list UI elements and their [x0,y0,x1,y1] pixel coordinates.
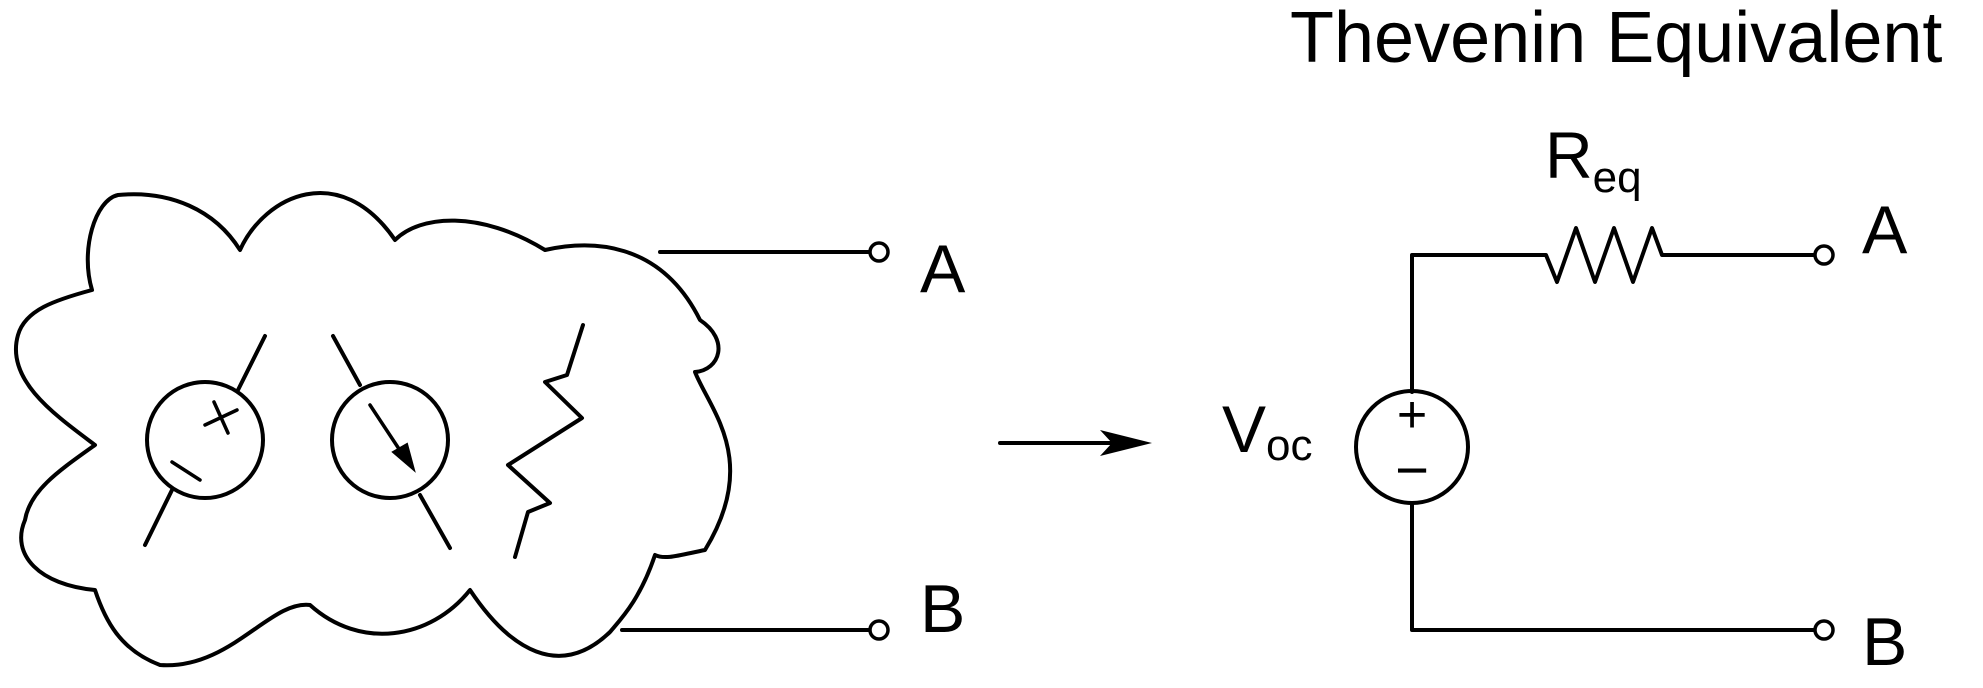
resistor-req-icon [1536,226,1674,284]
req-subscript: eq [1593,153,1642,202]
equivalent-terminal-a [1813,244,1835,266]
network-terminal-b [868,619,890,641]
network-resistor [506,323,585,559]
current-arrow-head-icon [391,442,416,473]
voc-label: Voc [1222,392,1313,470]
network-terminal-a-label: A [920,231,966,307]
voltage-source-lead-top [236,334,267,392]
minus-sign [170,460,202,482]
equivalent-terminal-b-label: B [1862,604,1907,680]
current-source-icon [330,380,450,500]
voltage-source-lead-bottom [143,488,174,547]
network-terminal-a [868,241,890,263]
network-terminal-b-label: B [920,571,965,647]
voltage-source-icon [145,380,265,500]
current-source-lead-top [331,334,362,387]
current-source-lead-bottom [418,493,452,550]
equivalent-terminal-a-label: A [1862,192,1908,268]
transform-arrow-icon [998,430,1152,456]
diagram-title: Thevenin Equivalent [1290,0,1942,78]
linear-network: A B [14,191,966,668]
equivalent-wire-top [1410,253,1540,394]
plus-sign-v [212,400,230,435]
network-cloud-outline [14,191,733,668]
resistor-icon [506,323,585,559]
voc-plus-sign: + [1397,386,1427,444]
thevenin-equivalent-circuit: + − Req Voc A B [1222,118,1908,680]
network-current-source [330,334,452,550]
transform-arrow-head [1100,430,1152,456]
req-symbol: R [1545,118,1593,192]
voc-symbol: V [1222,392,1266,466]
req-label: Req [1545,118,1642,202]
voc-minus-sign: − [1395,438,1429,503]
equivalent-terminal-b [1813,619,1835,641]
network-voltage-source [143,334,267,547]
voc-source-icon [1354,389,1470,505]
voc-subscript: oc [1266,421,1312,470]
equivalent-wire-bottom [1410,501,1817,632]
